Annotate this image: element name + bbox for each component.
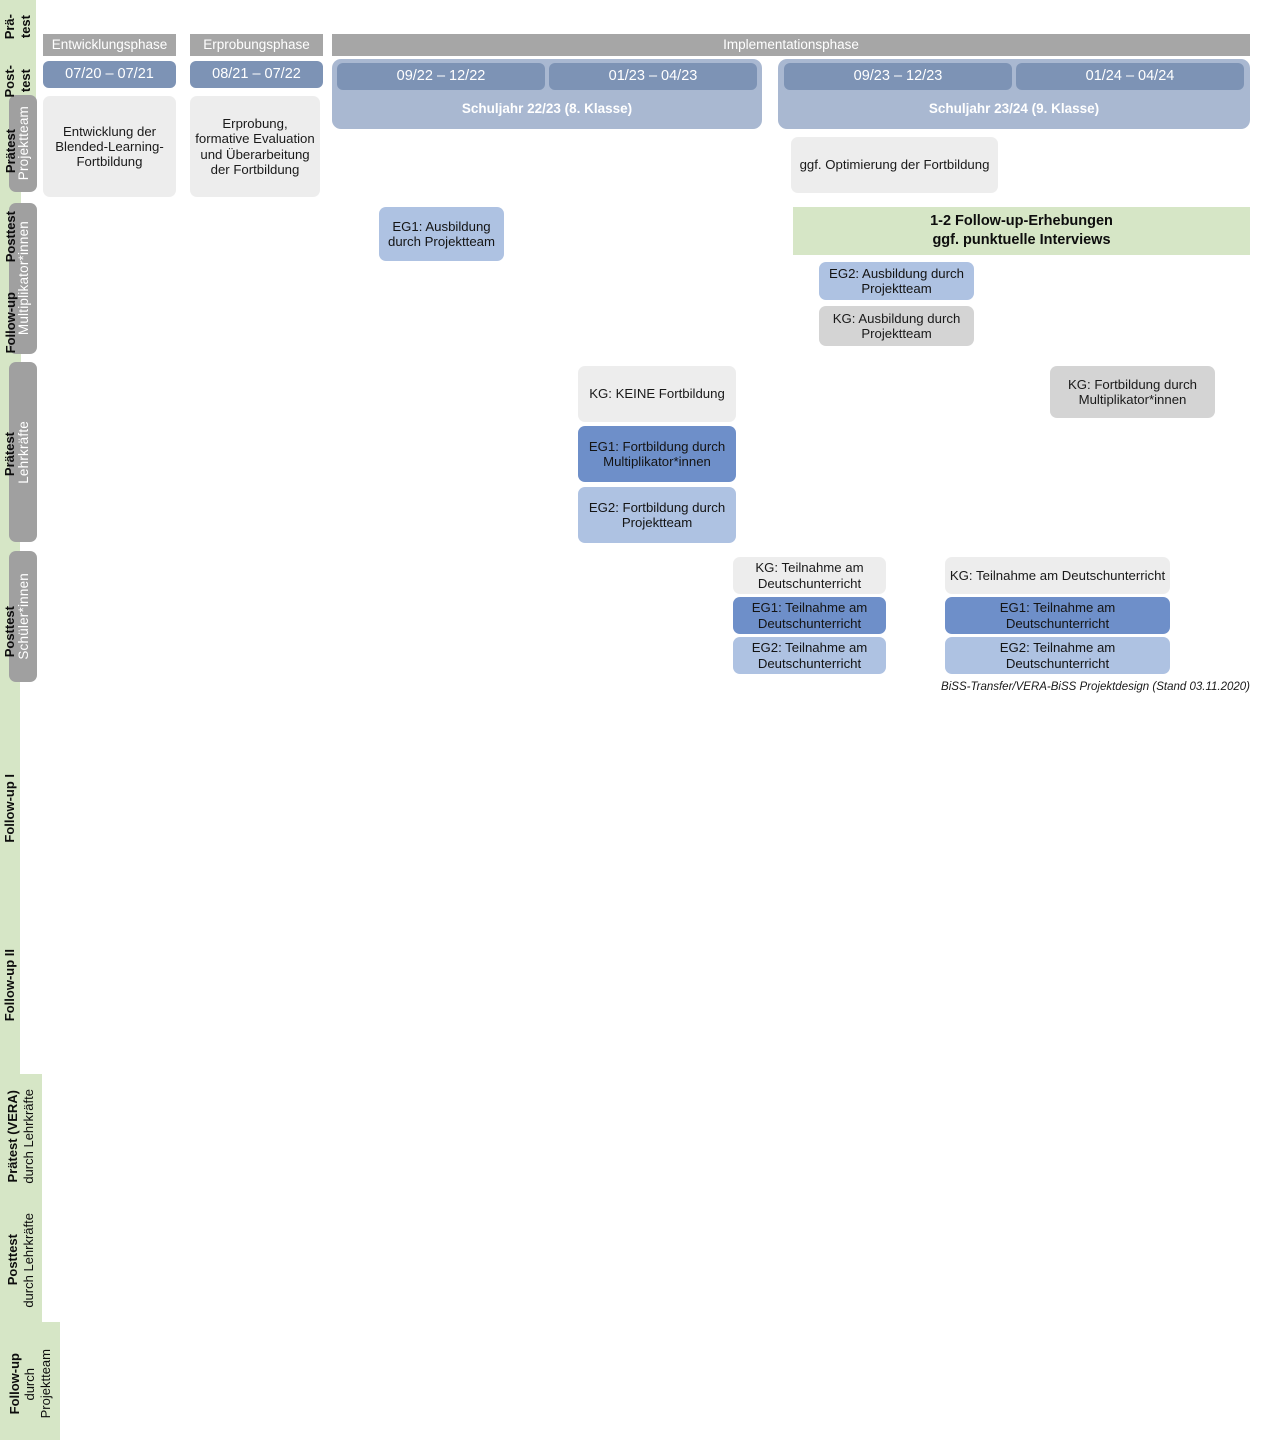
period-chip-0720-0721: 07/20 – 07/21 bbox=[43, 61, 176, 88]
praetest-line-2: test bbox=[18, 15, 33, 39]
posttest-bold: Posttest bbox=[5, 1234, 21, 1286]
praetest-vera-bold: Prätest (VERA) bbox=[5, 1089, 21, 1183]
test-column-followup-schueler: Follow-up durch Projektteam bbox=[0, 1322, 60, 1440]
period-label: 08/21 – 07/22 bbox=[212, 66, 301, 83]
test-column-praetest-multiplikatoren-2: Prätest bbox=[0, 108, 21, 194]
task-eg2-fortbildung-projektteam: EG2: Fortbildung durch Projektteam bbox=[578, 487, 736, 543]
praetest-vera-sub: durch Lehrkräfte bbox=[21, 1088, 36, 1184]
period-label: 07/20 – 07/21 bbox=[65, 66, 154, 83]
project-design-diagram: Entwicklungsphase Erprobungsphase Implem… bbox=[0, 0, 1250, 1440]
period-label: 09/22 – 12/22 bbox=[396, 68, 486, 85]
praetest-line-1: Prä- bbox=[2, 14, 18, 40]
banner-line-1: 1-2 Follow-up-Erhebungen bbox=[930, 213, 1113, 230]
task-erprobung-evaluation: Erprobung, formative Evaluation und Über… bbox=[190, 96, 320, 197]
period-chip-0922-1222: 09/22 – 12/22 bbox=[337, 63, 545, 90]
task-eg1-ausbildung-projektteam: EG1: Ausbildung durch Projektteam bbox=[379, 207, 504, 261]
task-eg1-fortbildung-multiplikatoren: EG1: Fortbildung durch Multiplikator*inn… bbox=[578, 426, 736, 482]
followup-sub-1: durch bbox=[22, 1367, 38, 1401]
posttest-line-1: Post- bbox=[2, 64, 18, 98]
schuljahr-band-2223: 09/22 – 12/22 01/23 – 04/23 Schuljahr 22… bbox=[332, 59, 762, 129]
task-optimierung-fortbildung: ggf. Optimierung der Fortbildung bbox=[791, 137, 998, 193]
banner-followup-erhebungen: 1-2 Follow-up-Erhebungen ggf. punktuelle… bbox=[793, 207, 1250, 255]
phase-header-implementationsphase: Implementationsphase bbox=[332, 34, 1250, 56]
period-label: 01/23 – 04/23 bbox=[608, 68, 698, 85]
followup-bold: Follow-up bbox=[6, 1353, 22, 1415]
row-label-projektteam: Projektteam bbox=[9, 95, 37, 192]
period-label: 09/23 – 12/23 bbox=[853, 68, 943, 85]
phase-header-label: Erprobungsphase bbox=[203, 37, 310, 53]
test-column-posttest-multiplikatoren-2: Posttest bbox=[0, 194, 21, 280]
test-column-followup-1-lehrkraefte: Follow-up I bbox=[0, 720, 20, 897]
banner-line-2: ggf. punktuelle Interviews bbox=[932, 232, 1111, 248]
test-column-followup-multiplikatoren: Follow-up bbox=[0, 280, 21, 366]
phase-header-label: Entwicklungsphase bbox=[51, 37, 168, 53]
task-kg-teilnahme-deutschunterricht-1: KG: Teilnahme am Deutschunterricht bbox=[733, 557, 886, 594]
test-column-posttest-schueler: Posttest durch Lehrkräfte bbox=[0, 1198, 42, 1322]
phase-header-entwicklungsphase: Entwicklungsphase bbox=[43, 34, 176, 56]
period-label: 01/24 – 04/24 bbox=[1085, 68, 1175, 85]
schuljahr-label-2324: Schuljahr 23/24 (9. Klasse) bbox=[928, 101, 1100, 117]
task-kg-ausbildung-projektteam: KG: Ausbildung durch Projektteam bbox=[819, 306, 974, 346]
task-kg-keine-fortbildung: KG: KEINE Fortbildung bbox=[578, 366, 736, 422]
posttest-sub: durch Lehrkräfte bbox=[21, 1212, 36, 1308]
followup-sub-2: Projektteam bbox=[37, 1349, 53, 1419]
period-chip-0123-0423: 01/23 – 04/23 bbox=[549, 63, 757, 90]
source-caption: BiSS-Transfer/VERA-BiSS Projektdesign (S… bbox=[941, 681, 1250, 693]
task-eg2-teilnahme-deutschunterricht-2: EG2: Teilnahme am Deutschunterricht bbox=[945, 637, 1170, 674]
task-kg-teilnahme-deutschunterricht-2: KG: Teilnahme am Deutschunterricht bbox=[945, 557, 1170, 594]
test-column-praetest-vera-schueler: Prätest (VERA) durch Lehrkräfte bbox=[0, 1074, 42, 1198]
phase-header-erprobungsphase: Erprobungsphase bbox=[190, 34, 323, 56]
period-chip-0124-0424: 01/24 – 04/24 bbox=[1016, 63, 1244, 90]
phase-header-label: Implementationsphase bbox=[723, 37, 859, 53]
task-eg2-teilnahme-deutschunterricht-1: EG2: Teilnahme am Deutschunterricht bbox=[733, 637, 886, 674]
row-label-lehrkraefte: Lehrkräfte bbox=[9, 362, 37, 542]
row-label-multiplikatorinnen: Multiplikator*innen bbox=[9, 203, 37, 354]
task-eg2-ausbildung-projektteam: EG2: Ausbildung durch Projektteam bbox=[819, 262, 974, 300]
test-column-praetest-multiplikatoren: Prä- test bbox=[0, 0, 36, 54]
task-entwicklung-blended-learning: Entwicklung der Blended-Learning-Fortbil… bbox=[43, 96, 176, 197]
task-eg1-teilnahme-deutschunterricht-1: EG1: Teilnahme am Deutschunterricht bbox=[733, 597, 886, 634]
schuljahr-band-2324: 09/23 – 12/23 01/24 – 04/24 Schuljahr 23… bbox=[778, 59, 1250, 129]
test-column-followup-2-lehrkraefte: Follow-up II bbox=[0, 897, 20, 1074]
task-kg-fortbildung-multiplikatoren: KG: Fortbildung durch Multiplikator*inne… bbox=[1050, 366, 1215, 418]
row-label-schuelerinnen: Schüler*innen bbox=[9, 551, 37, 682]
task-eg1-teilnahme-deutschunterricht-2: EG1: Teilnahme am Deutschunterricht bbox=[945, 597, 1170, 634]
schuljahr-label-2223: Schuljahr 22/23 (8. Klasse) bbox=[461, 101, 633, 117]
period-chip-0821-0722: 08/21 – 07/22 bbox=[190, 61, 323, 88]
posttest-line-2: test bbox=[18, 69, 33, 93]
period-chip-0923-1223: 09/23 – 12/23 bbox=[784, 63, 1012, 90]
